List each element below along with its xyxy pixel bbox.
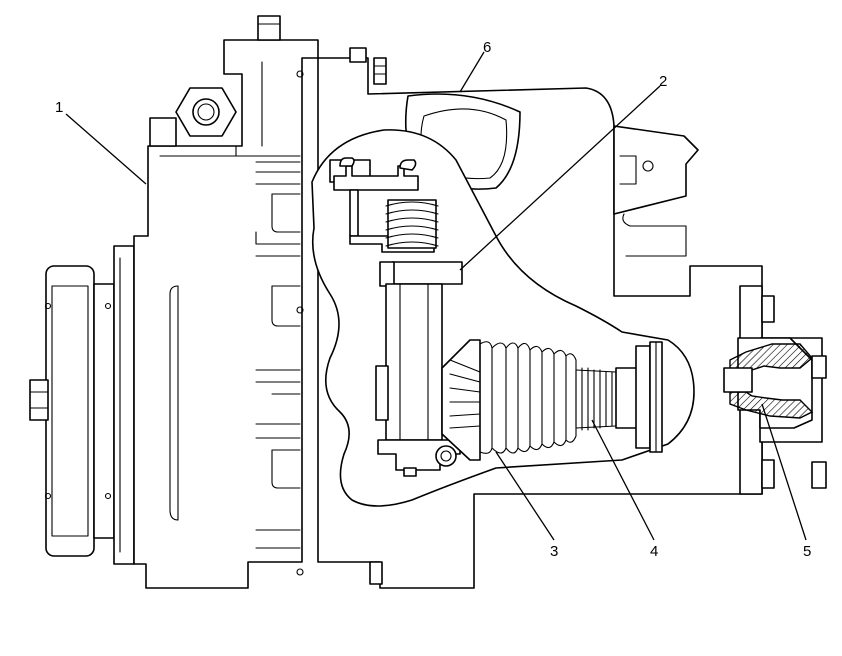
leader-1 bbox=[65, 113, 147, 185]
callout-5: 5 bbox=[803, 543, 811, 560]
callout-3: 3 bbox=[550, 543, 558, 560]
callout-1: 1 bbox=[55, 99, 63, 116]
callout-4: 4 bbox=[650, 543, 658, 560]
control-sleeve bbox=[375, 261, 463, 477]
right-cover bbox=[723, 337, 827, 489]
leader-2 bbox=[459, 85, 661, 271]
leader-5 bbox=[761, 403, 807, 541]
pump-housing bbox=[133, 15, 319, 589]
leader-lines bbox=[65, 51, 807, 541]
governor-spring-assembly bbox=[441, 339, 663, 461]
drive-flange bbox=[29, 245, 135, 565]
callout-labels: 1 2 3 4 5 6 bbox=[55, 39, 811, 560]
hex-fitting bbox=[149, 87, 237, 147]
callout-6: 6 bbox=[483, 39, 491, 56]
callout-2: 2 bbox=[659, 73, 667, 90]
leader-3 bbox=[495, 451, 555, 541]
outer-spring bbox=[479, 341, 577, 454]
upper-linkage bbox=[329, 157, 439, 253]
small-spring bbox=[385, 199, 439, 249]
leader-4 bbox=[591, 419, 655, 541]
inner-spring bbox=[575, 367, 617, 431]
leader-6 bbox=[459, 51, 485, 93]
